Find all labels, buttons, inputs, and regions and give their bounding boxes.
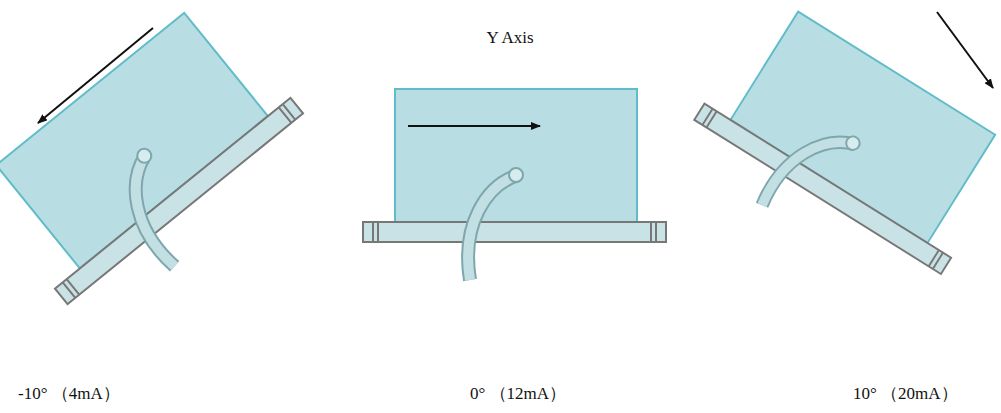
direction-arrow [408, 125, 540, 127]
angle-caption: 10° （20mA） [853, 384, 958, 404]
sensor-tilted-right [675, 0, 1001, 305]
direction-arrow [38, 28, 153, 123]
direction-arrow [937, 12, 993, 88]
angle-caption: 0° （12mA） [470, 384, 566, 404]
sensor-level [363, 89, 666, 280]
angle-caption: -10° （4mA） [18, 384, 120, 404]
sensor-tilted-left [0, 0, 327, 334]
axis-label: Y Axis [486, 28, 533, 48]
